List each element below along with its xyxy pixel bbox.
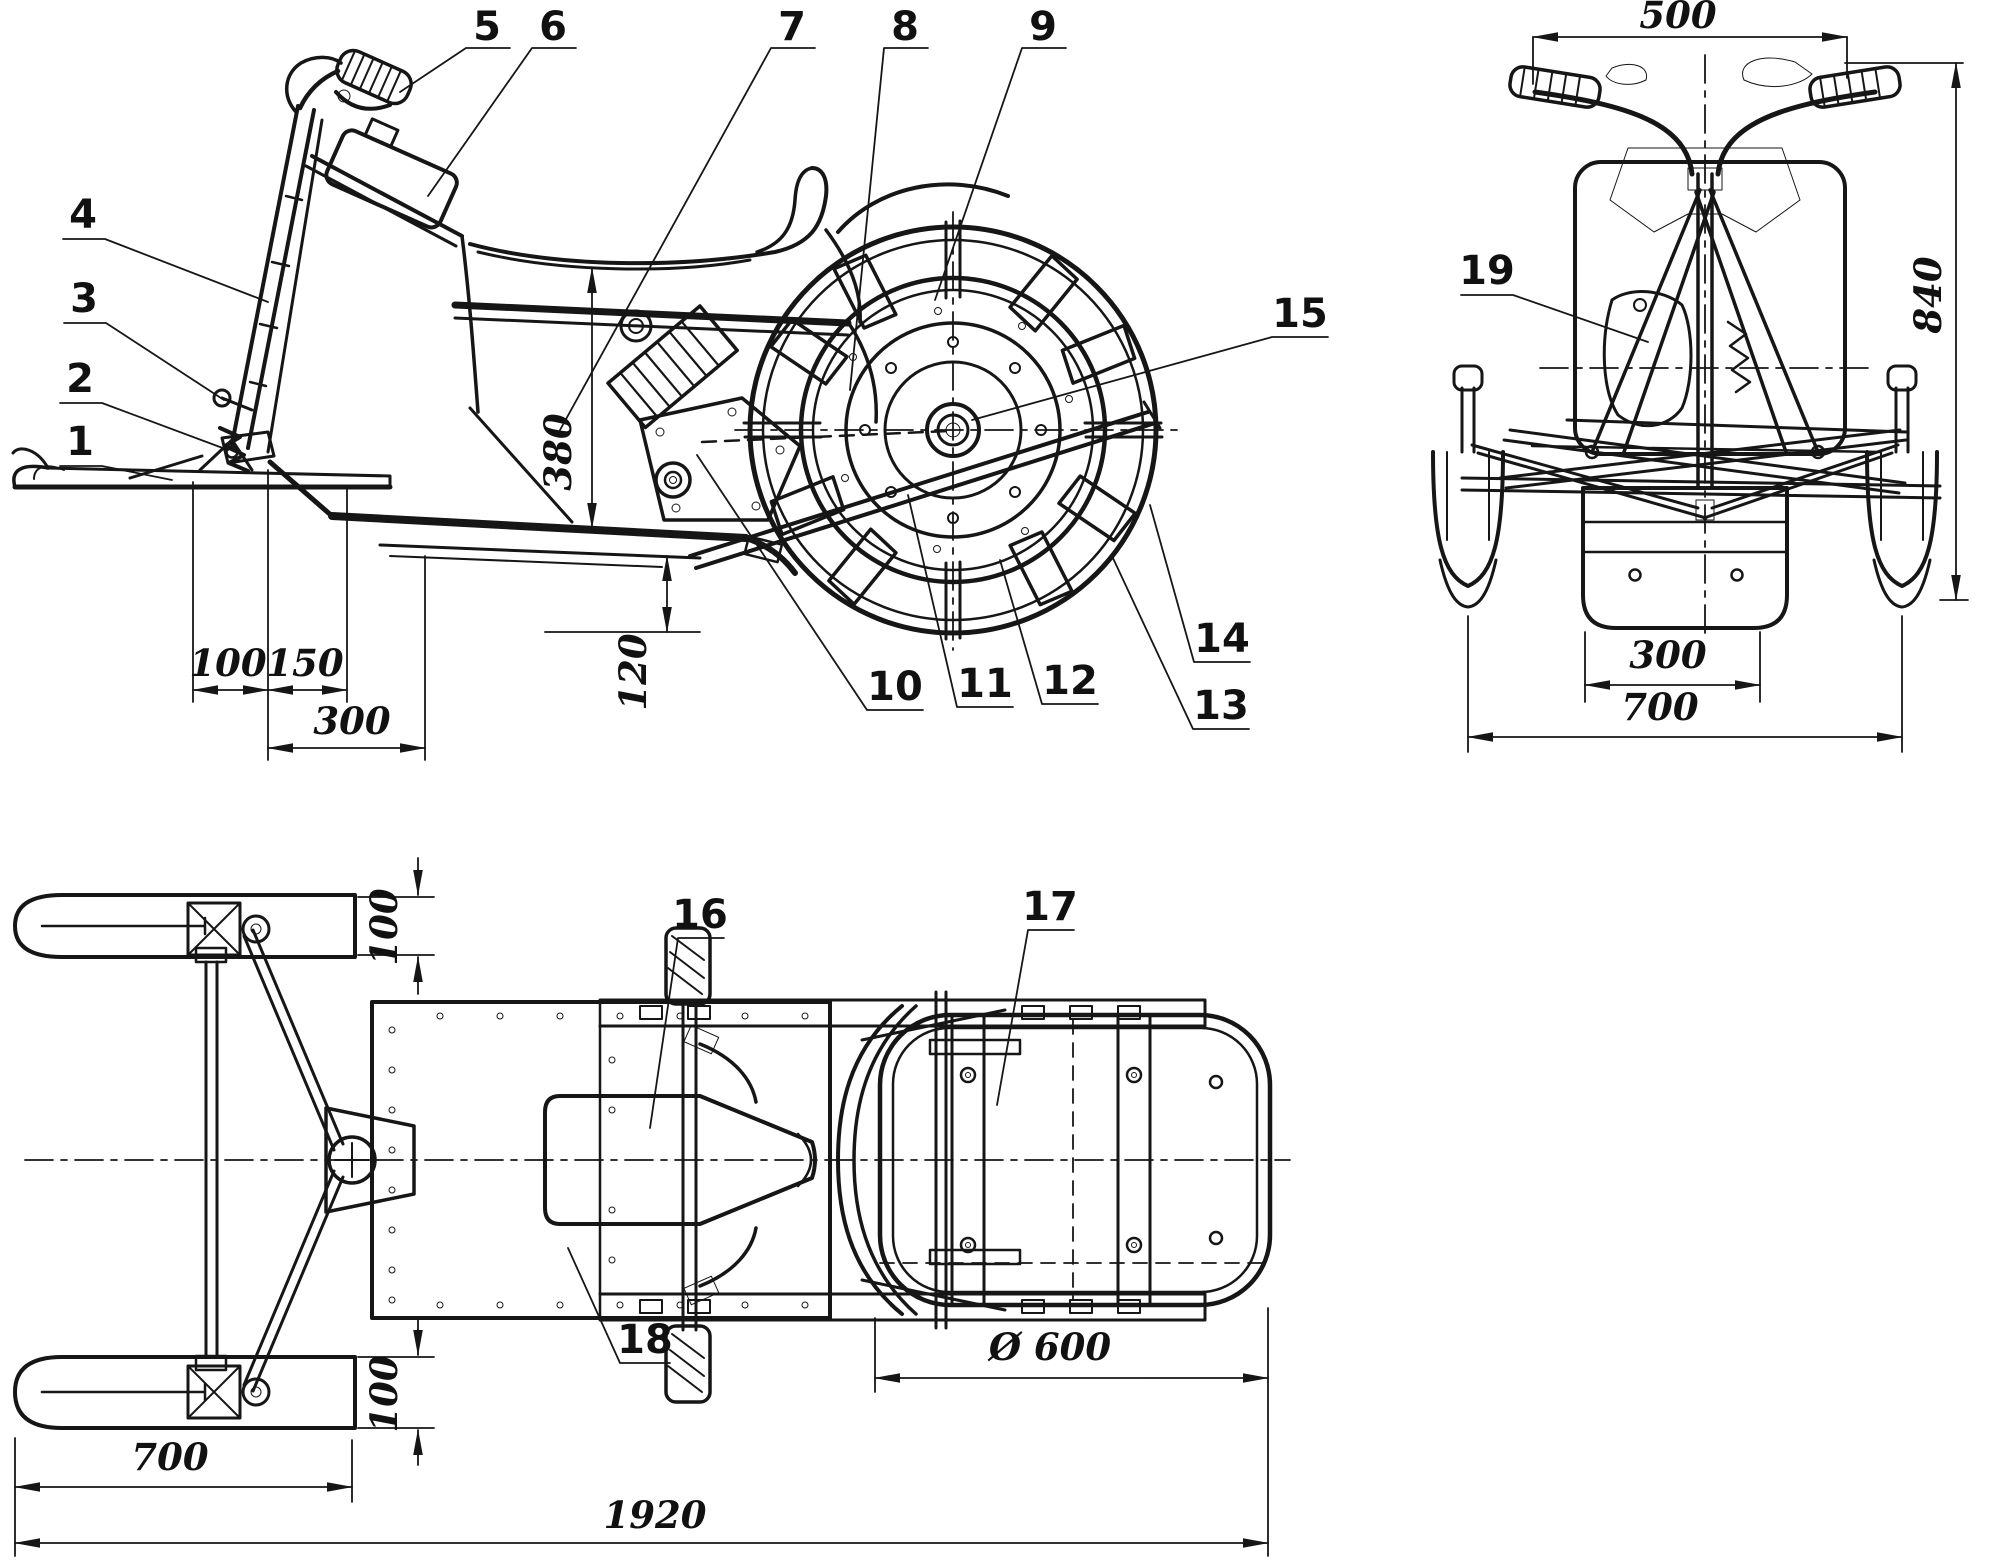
svg-text:18: 18 — [617, 1317, 673, 1363]
front-view: 500 840 300 700 19 — [1431, 0, 1969, 753]
floor-platform — [370, 1000, 832, 1320]
dim-100-ski: 100 — [189, 641, 266, 685]
dim-500: 500 — [1639, 0, 1716, 37]
dim-380: 380 — [536, 413, 580, 490]
wheel-bars — [742, 219, 1164, 641]
top-ski-lower — [13, 1355, 357, 1430]
side-view: 380 120 100 150 300 1 2 3 4 5 6 7 8 — [11, 4, 1329, 761]
callout-19: 19 — [1459, 248, 1649, 343]
lever-pivot — [337, 89, 351, 103]
callout-14: 14 — [1149, 504, 1251, 663]
callout-7: 7 — [559, 4, 816, 431]
dim-300-ski: 300 — [313, 699, 390, 743]
callout-5: 5 — [399, 4, 511, 93]
svg-text:2: 2 — [66, 356, 94, 402]
callout-9: 9 — [934, 4, 1067, 301]
callout-10: 10 — [696, 454, 924, 711]
fender — [836, 182, 1010, 234]
svg-text:19: 19 — [1459, 248, 1515, 294]
callout-1: 1 — [59, 419, 173, 481]
callout-18: 18 — [567, 1247, 673, 1364]
top-callouts: 16 17 18 — [567, 884, 1078, 1364]
callout-17: 17 — [996, 884, 1078, 1106]
svg-text:13: 13 — [1193, 683, 1249, 729]
frame-rails — [598, 998, 1207, 1322]
rivets — [388, 1012, 809, 1309]
svg-text:12: 12 — [1042, 658, 1098, 704]
wheel-blades — [769, 253, 1137, 607]
svg-text:10: 10 — [867, 664, 923, 710]
svg-text:5: 5 — [473, 4, 501, 50]
dim-700-top: 700 — [131, 1435, 208, 1479]
dim-300-front: 300 — [1629, 633, 1706, 677]
axle-shaft — [934, 990, 948, 1330]
dim-100-top: 100 — [362, 888, 406, 965]
svg-text:3: 3 — [70, 276, 98, 322]
steering-fork — [220, 55, 343, 465]
front-engine — [1602, 290, 1752, 428]
dim-840: 840 — [1906, 256, 1950, 334]
dim-150-ski: 150 — [266, 641, 343, 685]
front-steering-stem — [1687, 167, 1723, 490]
svg-text:4: 4 — [69, 192, 97, 238]
top-ski-upper — [13, 893, 357, 959]
callout-8: 8 — [849, 4, 929, 391]
svg-text:17: 17 — [1022, 884, 1078, 930]
brake-lever-left — [1605, 64, 1648, 85]
top-view: 100 100 700 1920 Ø 600 16 17 18 — [13, 857, 1291, 1557]
callout-6: 6 — [427, 4, 577, 197]
kick-spring — [1726, 320, 1752, 394]
svg-text:8: 8 — [891, 4, 919, 50]
handlebar — [297, 48, 413, 111]
wheel-bolts — [841, 307, 1073, 553]
callout-4: 4 — [62, 192, 269, 303]
dim-d600: Ø 600 — [987, 1325, 1112, 1369]
chain-drive — [654, 429, 950, 499]
front-left-ski — [1431, 364, 1505, 609]
dim-120: 120 — [611, 633, 655, 710]
steering-linkage — [194, 928, 416, 1393]
callout-13: 13 — [1111, 555, 1250, 730]
frame — [267, 154, 878, 576]
svg-text:15: 15 — [1272, 291, 1328, 337]
svg-text:11: 11 — [957, 661, 1013, 707]
top-wheel — [877, 990, 1273, 1330]
brake-lever-right — [1742, 57, 1813, 87]
callout-3: 3 — [63, 276, 225, 401]
front-right-ski — [1865, 364, 1939, 609]
brake-lever — [334, 90, 392, 111]
engine — [606, 304, 802, 522]
throttle-grip — [335, 48, 413, 106]
side-callouts: 1 2 3 4 5 6 7 8 9 10 11 12 13 14 15 — [59, 4, 1329, 730]
front-frame-members — [1460, 418, 1942, 521]
side-dimensions: 380 120 100 150 300 — [189, 267, 701, 761]
svg-text:14: 14 — [1194, 616, 1250, 662]
svg-text:9: 9 — [1029, 4, 1057, 50]
svg-text:7: 7 — [778, 4, 806, 50]
svg-text:1: 1 — [66, 419, 94, 465]
svg-text:16: 16 — [672, 892, 728, 938]
top-dimensions: 100 100 700 1920 Ø 600 — [14, 857, 1269, 1557]
callout-2: 2 — [59, 356, 229, 451]
seat-fairing — [543, 1094, 817, 1226]
front-body-box — [1581, 486, 1789, 630]
seat — [468, 166, 862, 324]
dim-100-bottom: 100 — [362, 1355, 406, 1432]
callout-16: 16 — [649, 892, 728, 1129]
drive-wheel — [734, 211, 1186, 651]
front-a-frame — [1584, 188, 1826, 460]
front-handlebar — [1508, 57, 1902, 177]
callout-15: 15 — [971, 291, 1329, 421]
dim-1920: 1920 — [604, 1493, 707, 1537]
front-dimensions: 500 840 300 700 — [1467, 0, 1969, 753]
dim-700-front: 700 — [1621, 685, 1698, 729]
callout-12: 12 — [999, 559, 1099, 705]
top-handlebar — [664, 926, 758, 1404]
callout-11: 11 — [907, 494, 1014, 708]
svg-text:6: 6 — [539, 4, 567, 50]
